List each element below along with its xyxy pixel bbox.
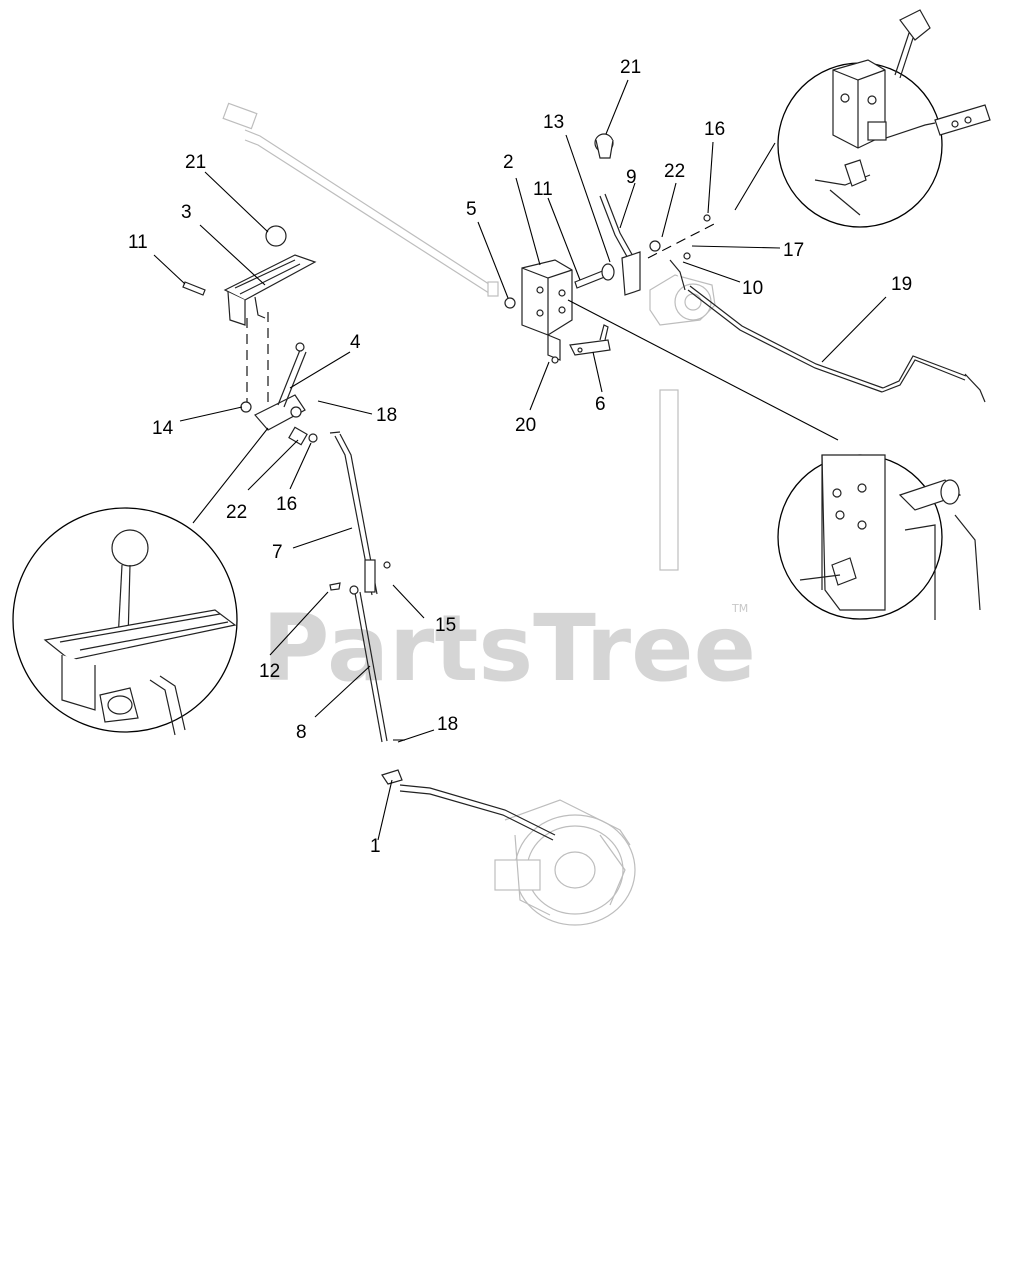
callout-7: 7 xyxy=(272,542,283,563)
callout-11-left: 11 xyxy=(128,232,148,253)
callout-22-left: 22 xyxy=(226,502,247,523)
shift-cable-icon xyxy=(669,259,986,403)
callout-16-left: 16 xyxy=(276,494,297,515)
pivot-pin-assembly xyxy=(574,133,711,296)
callout-17: 17 xyxy=(783,240,804,261)
callout-16-right: 16 xyxy=(704,119,725,140)
callout-1: 1 xyxy=(370,836,381,857)
shift-rod-top xyxy=(222,102,499,297)
callout-2: 2 xyxy=(503,152,514,173)
small-bracket-6 xyxy=(569,324,611,356)
transmission-assembly-icon xyxy=(494,799,636,926)
callout-14: 14 xyxy=(152,418,174,439)
spring-clip-left xyxy=(288,426,318,446)
callout-3: 3 xyxy=(181,202,192,223)
callout-11-center: 11 xyxy=(533,179,553,200)
shift-lever-detail-icon xyxy=(12,507,238,736)
main-bracket xyxy=(504,259,573,364)
callout-21-right: 21 xyxy=(620,57,641,78)
cable-bracket-detail-icon xyxy=(777,9,991,228)
callout-22-right: 22 xyxy=(664,161,685,182)
shift-lever-bracket xyxy=(240,342,307,431)
lower-shift-rod xyxy=(381,769,556,841)
link-rod-7 xyxy=(329,431,391,596)
callout-19: 19 xyxy=(891,274,912,295)
shift-plate xyxy=(182,225,317,326)
callout-13: 13 xyxy=(543,112,564,133)
callout-5: 5 xyxy=(466,199,477,220)
bracket-pivot-detail-icon xyxy=(777,454,981,620)
watermark: PartsTree xyxy=(262,595,756,702)
watermark-trademark: TM xyxy=(731,602,748,615)
callout-6: 6 xyxy=(595,394,606,415)
callout-15: 15 xyxy=(435,615,456,636)
callout-9: 9 xyxy=(626,167,637,188)
callout-8: 8 xyxy=(296,722,307,743)
callout-4: 4 xyxy=(350,332,361,353)
callout-labels: 1 2 3 4 5 6 7 8 9 10 11 11 12 13 14 15 1… xyxy=(128,57,912,857)
callout-21-left: 21 xyxy=(185,152,206,173)
callout-18-lower: 18 xyxy=(437,714,458,735)
leader-lines xyxy=(153,79,887,841)
callout-12: 12 xyxy=(259,661,280,682)
callout-20: 20 xyxy=(515,415,536,436)
callout-10: 10 xyxy=(742,278,763,299)
steering-column-ghost-icon xyxy=(649,274,716,571)
callout-18-upper: 18 xyxy=(376,405,397,426)
